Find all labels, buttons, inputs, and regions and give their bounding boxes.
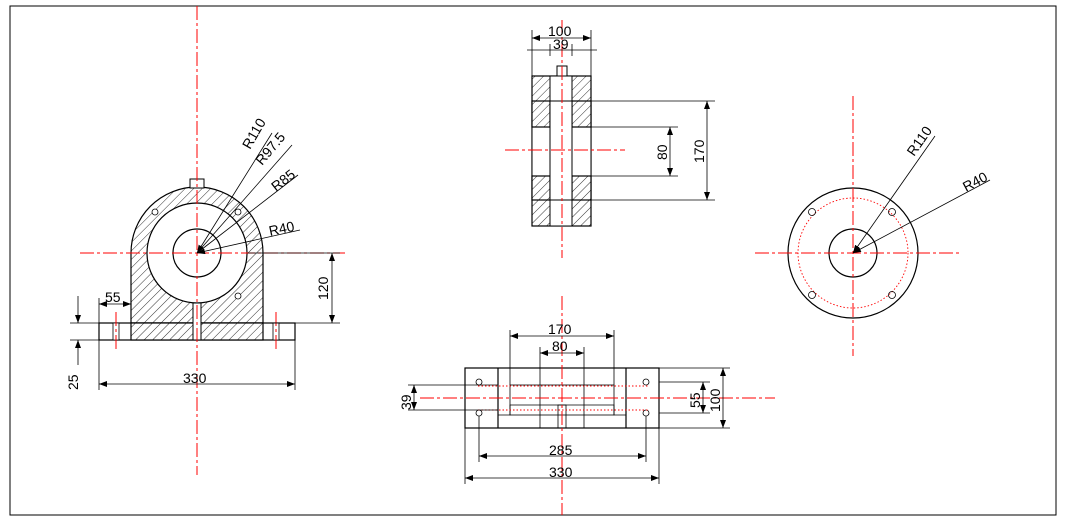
top-dim-100: 100 [707,388,723,412]
front-dim-25: 25 [65,374,81,390]
side-dim-39: 39 [553,36,569,52]
top-dim-285: 285 [549,442,573,458]
front-dim-55: 55 [105,289,121,305]
side-dim-100: 100 [548,23,572,39]
side-dim-80: 80 [654,144,670,160]
top-dim-55: 55 [687,392,703,408]
front-r40: R40 [267,218,296,239]
top-view: 170 80 39 55 100 285 330 [398,296,775,515]
drawing-frame [9,5,1057,516]
front-view: R110 R97.5 R85 R40 120 55 25 330 [65,6,345,475]
top-dim-170: 170 [548,321,572,337]
top-dim-330: 330 [549,464,573,480]
top-dim-39: 39 [398,394,414,410]
flange-r110: R110 [903,123,935,159]
flange-r40: R40 [960,168,990,194]
flange-view: R110 R40 [755,96,990,356]
top-dim-80: 80 [552,338,568,354]
side-dim-170: 170 [691,139,707,163]
front-r85: R85 [268,166,298,195]
front-dim-330: 330 [183,370,207,386]
side-view: 100 39 80 170 [505,20,715,258]
front-dim-120: 120 [315,276,331,300]
